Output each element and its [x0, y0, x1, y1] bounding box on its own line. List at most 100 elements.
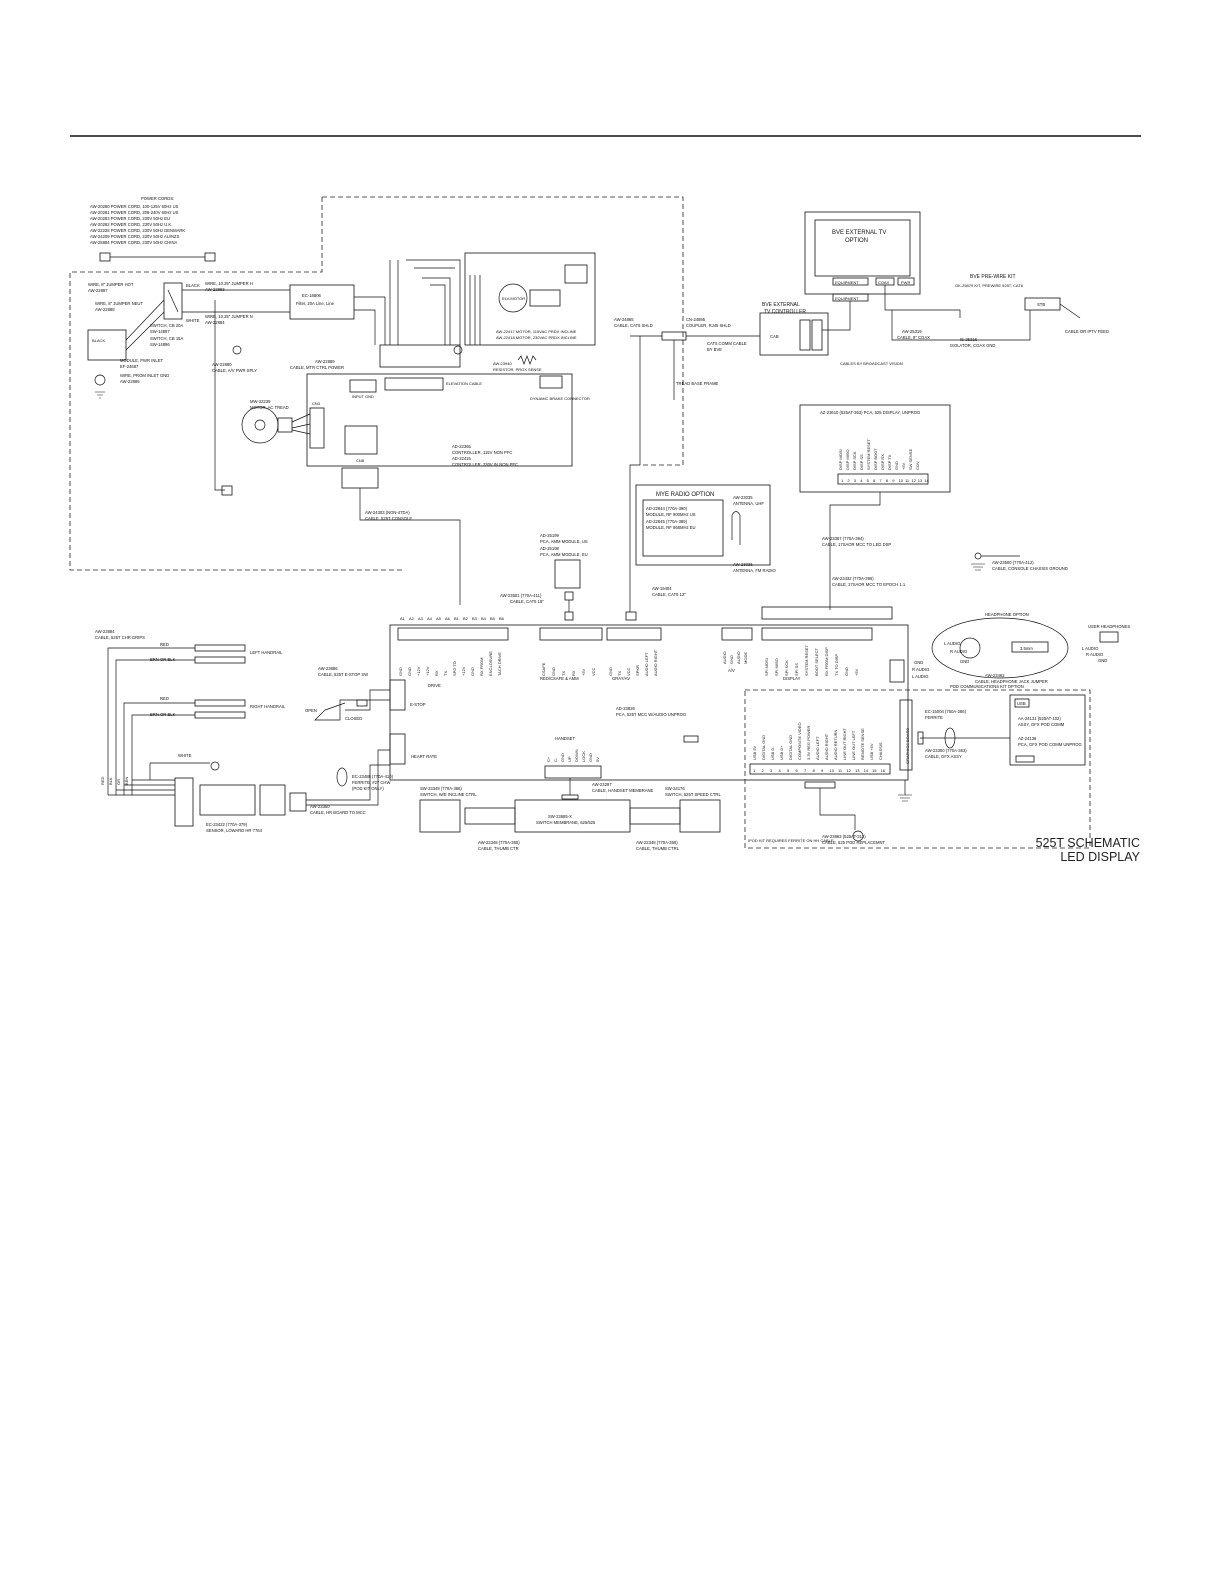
cn8-connector: [344, 425, 378, 455]
switch-white-label: WHITE: [186, 318, 200, 323]
headphone-jumper-pn: AW-23462: [985, 673, 1005, 678]
membrane-desc: SWITCH MEMBRANE, 625/525: [536, 820, 596, 825]
module-inlet-label: MODULE, PWR INLET: [120, 358, 163, 363]
led-pin-number: 10: [899, 478, 904, 483]
console-pin-label: A4: [427, 616, 433, 621]
elev-motor-symbol: [498, 283, 528, 313]
av-pin-label: GND: [608, 667, 613, 676]
display-cable-line: [829, 492, 881, 610]
rj45-plug: [564, 611, 574, 621]
jumper-neut-label: WIRE, 8" JUMPER NEUT: [95, 301, 143, 306]
led-pin-number: 2: [847, 478, 850, 483]
handset-pin-label: GND: [560, 753, 565, 762]
drive-pin-label: GND: [398, 667, 403, 676]
led-pin-number: 14: [924, 478, 929, 483]
rj45-plug: [625, 611, 637, 621]
power-cord-item: AW-25884 POWER CORD, 230V 50Hz CHINA: [90, 240, 177, 245]
incline-switch-box: [419, 799, 461, 833]
estop-connector: [389, 679, 406, 711]
pod-pin-label: LINE OUT LEFT: [851, 730, 856, 760]
pod-cable-plug: [917, 731, 924, 745]
led-pin-label: DISP BOOT: [873, 448, 878, 470]
hr-cable-pn: AW-23350: [310, 804, 330, 809]
input-gnd-connector: [349, 379, 377, 393]
ground-lug-icon: [232, 345, 242, 355]
bve-tv-label: BVE EXTERNAL TV: [832, 230, 886, 236]
csafe-connector: [539, 627, 603, 641]
switch-cb-pn: SW-14897: [150, 329, 170, 334]
pod-kit-label: POD COMMUNICATIONS KIT OPTION: [950, 684, 1024, 689]
console-pin-label: B1: [454, 616, 460, 621]
led-display-label: AZ-23610 (525AT-363) PCA, 525 DISPLAY, U…: [820, 410, 920, 415]
pod-pin-number: 1: [753, 768, 756, 773]
handset-pin-label: C+: [546, 756, 551, 762]
pod-replace-pn: AW-23863 (525AT-312): [822, 834, 866, 839]
headphone-option: HEADPHONE OPTION 3.5mm L AUDIO R AUDIO G…: [912, 612, 1130, 684]
pod-pin-label: AUDIO LEFT: [815, 736, 820, 760]
right-handrail-label: RIGHT HANDRAIL: [250, 704, 286, 709]
membrane-pn: SW-23685-X: [548, 814, 572, 819]
base-boundary-dashed: [69, 196, 684, 571]
tread-motor-section: MW-22239 MOTOR, AC TREAD: [241, 399, 311, 444]
pod-pin-number: 3: [770, 768, 773, 773]
l-audio-label-mcc: L AUDIO: [912, 674, 929, 679]
drive-pin-label: RX: [434, 670, 439, 676]
led-pin-number: 9: [892, 478, 895, 483]
console-pin-label: B2: [463, 616, 469, 621]
thumb-r-desc: CABLE, THUMB CTRL: [636, 846, 680, 851]
pod-pin-number: 5: [787, 768, 790, 773]
led-pin-number: 12: [911, 478, 916, 483]
sw-incline-pn: SW-23348 (770A-386): [420, 786, 462, 791]
power-cord-item: AW-24209 POWER CORD, 230V 50Hz AU/NZS: [90, 234, 180, 239]
tv-pwr-label: PWR: [901, 280, 910, 285]
cable-epoch-desc: CABLE, 17SAOR MCC TO EPOCH 1.1: [832, 582, 906, 587]
av-pin-label: AUDIO RIGHT: [653, 649, 658, 676]
left-handrail-grip: [194, 656, 246, 664]
iptv-line: [1059, 303, 1081, 319]
cn8-label: CN8: [356, 458, 365, 463]
motor-controller: INPUT GND ELEVATION CABLE DYNAMIC BRAKE …: [306, 344, 590, 489]
ferrite-hr-desc: FERRITE, #27 CHW: [352, 780, 390, 785]
pod-kit-option: POD COMMUNICATIONS KIT OPTION USB AA-241…: [744, 684, 1091, 849]
grip-wire-color: RED: [100, 776, 105, 785]
bve-prewire-desc: OK-25879 KIT, PREWIRE 525T, CAT6: [955, 283, 1024, 288]
cable-ac-pwr-desc: CABLE, A/V PWR SPLY: [212, 368, 257, 373]
csafe-pin-label: +5V: [581, 668, 586, 676]
ground-lug-icon: [974, 552, 982, 560]
ground-stud-icon: [94, 374, 106, 386]
av-label: A/V: [728, 668, 735, 673]
gnd-label-mcc: GND: [914, 660, 923, 665]
radio-m1-desc: MODULE, RF 900MHz US: [646, 512, 696, 517]
cable-cat5-18-pn: AW-23501 (770A-411): [500, 593, 542, 598]
input-gnd-label: INPUT GND: [352, 394, 374, 399]
controller-harness-wires: [389, 259, 461, 345]
estop-cable-pn: AW-23886: [318, 666, 338, 671]
display-pin-label: SPI MOSI: [764, 658, 769, 676]
power-cord-item: AW-20280 POWER CORD, 100-125V 60Hz US: [90, 204, 179, 209]
schematic-title: 525T SCHEMATIC LED DISPLAY: [980, 836, 1140, 864]
ground-lug-icon: [210, 761, 220, 771]
led-pin-number: 4: [860, 478, 863, 483]
cable-cat6-pn: AW-24865: [614, 317, 634, 322]
tv-coax-label: COAX: [878, 280, 890, 285]
headphone-jumper-desc: CABLE, HEADPHONE JACK JUMPER: [975, 679, 1048, 684]
hr-connector: [389, 733, 406, 765]
gnd-label-user: GND: [1098, 658, 1107, 663]
console-gnd-pn: AW-23500 (770A-412): [992, 560, 1034, 565]
handset-cable-pn: AW-23297: [592, 782, 612, 787]
elevation-cable-label: ELEVATION CABLE: [446, 381, 482, 386]
hr-sensor-connector: [259, 784, 286, 816]
red-csafe-label: RED/CSAFE & AMM: [540, 676, 579, 681]
filter-desc: Filter, 20A Line, Line: [296, 301, 335, 306]
circuit-breaker-switch: [163, 282, 183, 320]
schematic-title-line1: 525T SCHEMATIC: [1035, 836, 1140, 850]
radio-option-label: MYE RADIO OPTION: [656, 492, 714, 498]
cable-cat5-18-desc: CABLE, CAT5 18": [510, 599, 544, 604]
led-pin-number: 8: [886, 478, 889, 483]
handset-plug: [561, 794, 579, 800]
ground-icon: [95, 391, 105, 399]
av-connector: [606, 627, 662, 641]
